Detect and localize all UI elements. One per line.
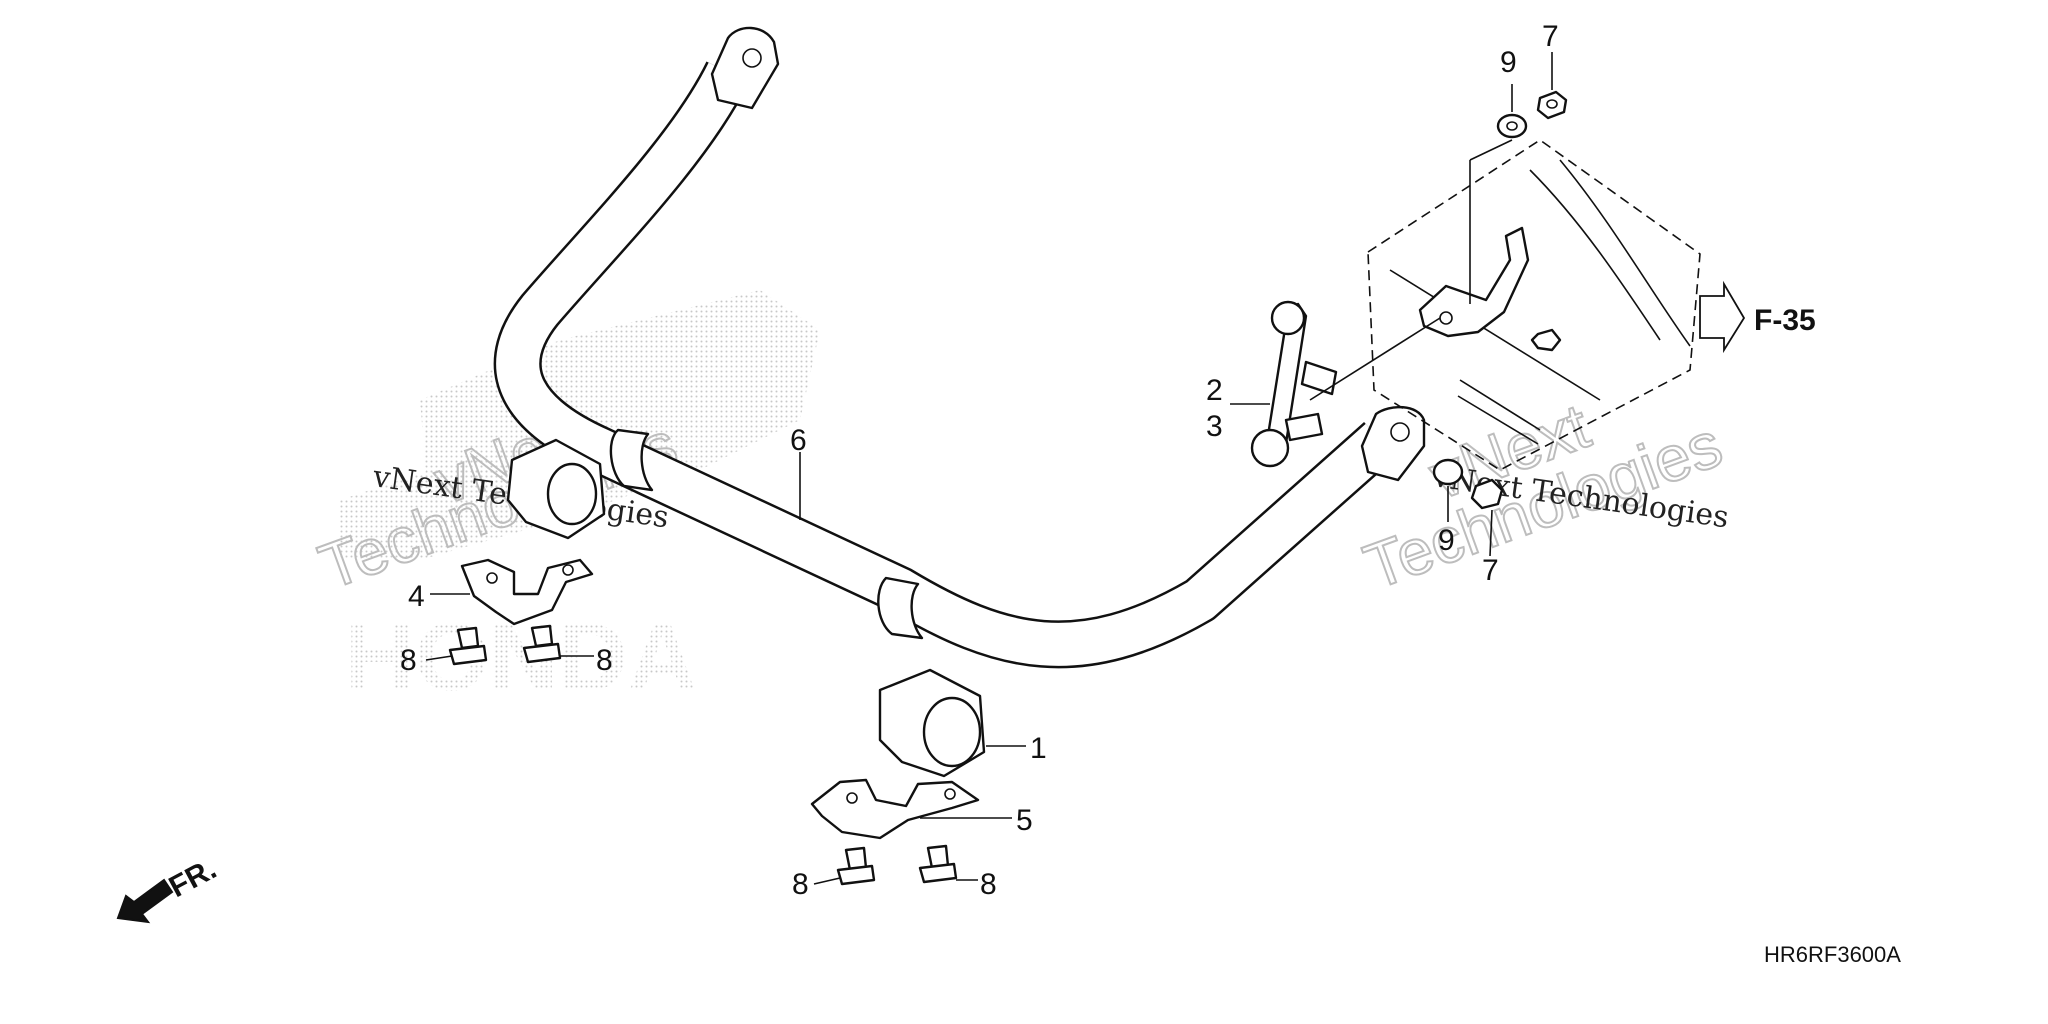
diagram-code: HR6RF3600A (1764, 942, 1901, 967)
front-arrow-icon (116, 878, 174, 924)
callout-8-right-b: 8 (980, 868, 997, 901)
callout-6: 6 (790, 424, 807, 457)
bar-left-end (710, 26, 780, 110)
strut-bracket (1418, 226, 1562, 352)
callout-7-bottom: 7 (1482, 554, 1499, 587)
callout-8-left-b: 8 (596, 644, 613, 677)
callout-4: 4 (408, 580, 425, 613)
callout-5: 5 (1016, 804, 1033, 837)
bushing-right (878, 668, 986, 778)
stabilizer-link (1250, 300, 1338, 468)
front-direction-indicator: FR. (116, 852, 222, 924)
reference-section-label[interactable]: F-35 (1754, 304, 1816, 337)
bar-collar-left (609, 428, 654, 492)
callout-3: 3 (1206, 410, 1223, 443)
callout-labels: 1 2 3 4 5 6 7 7 8 8 8 8 9 9 (400, 20, 1559, 901)
dashed-reference-area (1367, 139, 1701, 471)
callout-8-right-a: 8 (792, 868, 809, 901)
bar-collar-right (877, 576, 924, 640)
bushing-holder-left (460, 558, 594, 626)
callout-9-top: 9 (1500, 46, 1517, 79)
callout-9-bottom: 9 (1438, 524, 1455, 557)
bolts (448, 624, 958, 886)
bushing-left (506, 438, 606, 540)
callout-7-top: 7 (1542, 20, 1559, 53)
front-label: FR. (164, 852, 222, 904)
bar-right-end (1360, 406, 1426, 482)
stabilizer-bar (493, 26, 1426, 669)
bar-right-end-hole (1390, 422, 1410, 442)
reference-arrow[interactable]: F-35 (1699, 280, 1816, 354)
bushing-holder-right (810, 778, 980, 840)
nuts-and-washers (1432, 90, 1568, 510)
bar-left-end-hole (742, 48, 762, 68)
callout-2: 2 (1206, 374, 1223, 407)
callout-1: 1 (1030, 732, 1047, 765)
leader-lines (425, 52, 1553, 885)
callout-8-left-a: 8 (400, 644, 417, 677)
